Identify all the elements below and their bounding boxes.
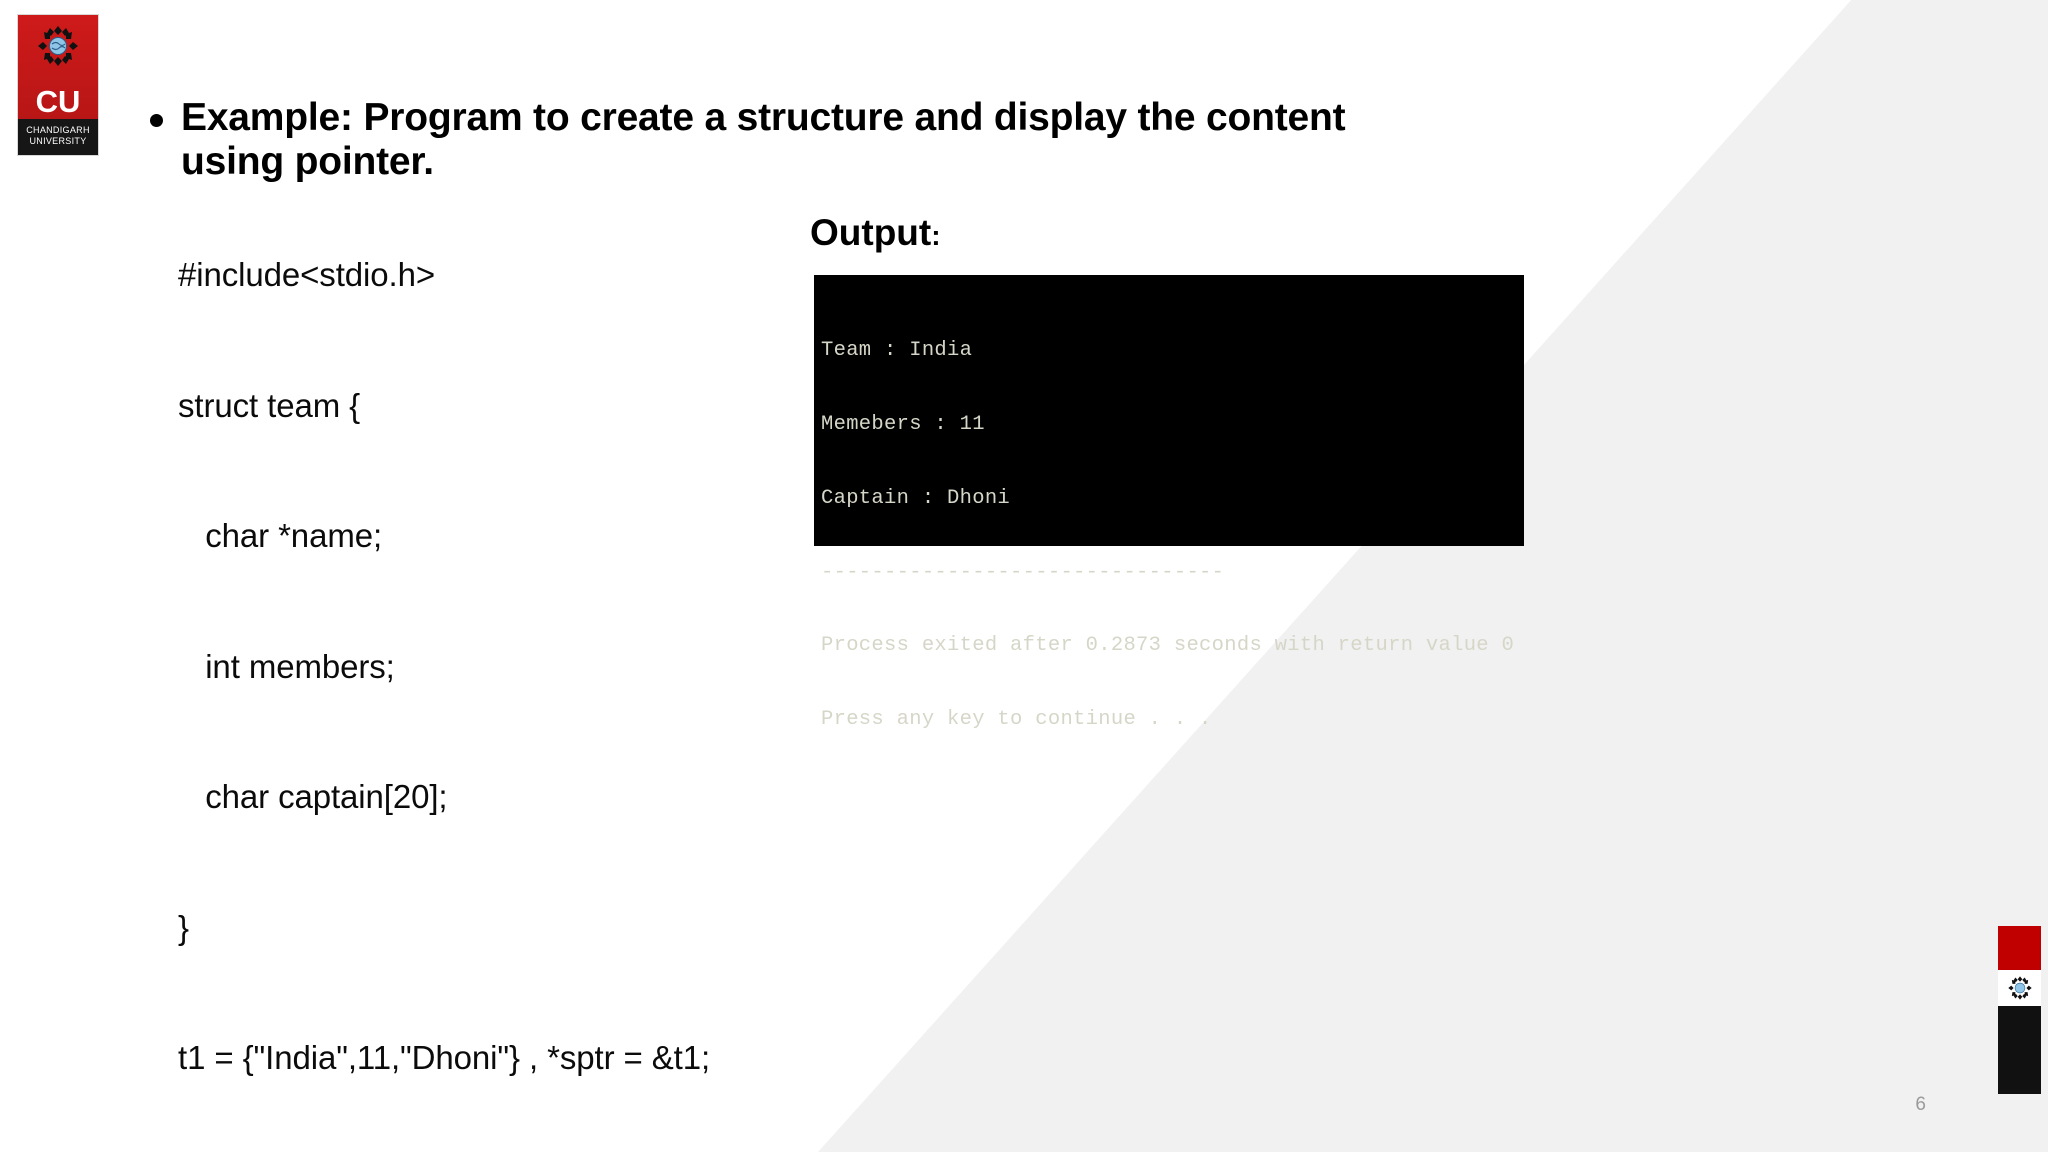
output-heading: Output: bbox=[810, 212, 941, 254]
code-line: t1 = {"India",11,"Dhoni"} , *sptr = &t1; bbox=[178, 1039, 711, 1076]
output-heading-colon: : bbox=[931, 220, 941, 251]
page-number: 6 bbox=[1915, 1094, 1926, 1115]
code-line: } bbox=[178, 908, 189, 946]
footer-gear-emblem-icon bbox=[1998, 970, 2041, 1006]
console-line: -------------------------------- bbox=[821, 560, 1225, 584]
output-heading-label: Output bbox=[810, 212, 932, 253]
code-line: char captain[20]; bbox=[178, 778, 448, 815]
code-line: struct team { bbox=[178, 386, 361, 424]
slide-title: Example: Program to create a structure a… bbox=[181, 96, 1346, 183]
university-logo: CU CHANDIGARH UNIVERSITY bbox=[18, 15, 98, 155]
logo-red-panel: CU bbox=[18, 15, 98, 119]
bullet-point-icon bbox=[150, 114, 163, 127]
code-line: char *name; bbox=[178, 517, 383, 554]
code-listing: #include<stdio.h> struct team { char *na… bbox=[178, 166, 793, 1152]
console-line: Process exited after 0.2873 seconds with… bbox=[821, 634, 1515, 658]
code-line: int members; bbox=[178, 647, 395, 685]
console-line: Team : India bbox=[821, 339, 973, 363]
gear-globe-emblem-icon bbox=[34, 22, 82, 70]
logo-wordmark-line1: CHANDIGARH bbox=[26, 125, 90, 135]
console-line: Captain : Dhoni bbox=[821, 486, 1011, 510]
console-output-text: Team : India Memebers : 11 Captain : Dho… bbox=[819, 290, 1523, 782]
console-line: Press any key to continue . . . bbox=[821, 708, 1212, 732]
console-line: Memebers : 11 bbox=[821, 412, 985, 436]
footer-red-block bbox=[1998, 926, 2041, 970]
logo-wordmark-line2: UNIVERSITY bbox=[29, 136, 87, 146]
slide-title-block: Example: Program to create a structure a… bbox=[150, 96, 1800, 183]
logo-initials: CU bbox=[35, 84, 81, 119]
footer-decoration bbox=[1990, 926, 2048, 1094]
logo-wordmark: CHANDIGARH UNIVERSITY bbox=[18, 119, 98, 155]
console-output-window: Team : India Memebers : 11 Captain : Dho… bbox=[814, 275, 1524, 731]
code-line: #include<stdio.h> bbox=[178, 256, 435, 293]
footer-black-block bbox=[1998, 1006, 2041, 1094]
